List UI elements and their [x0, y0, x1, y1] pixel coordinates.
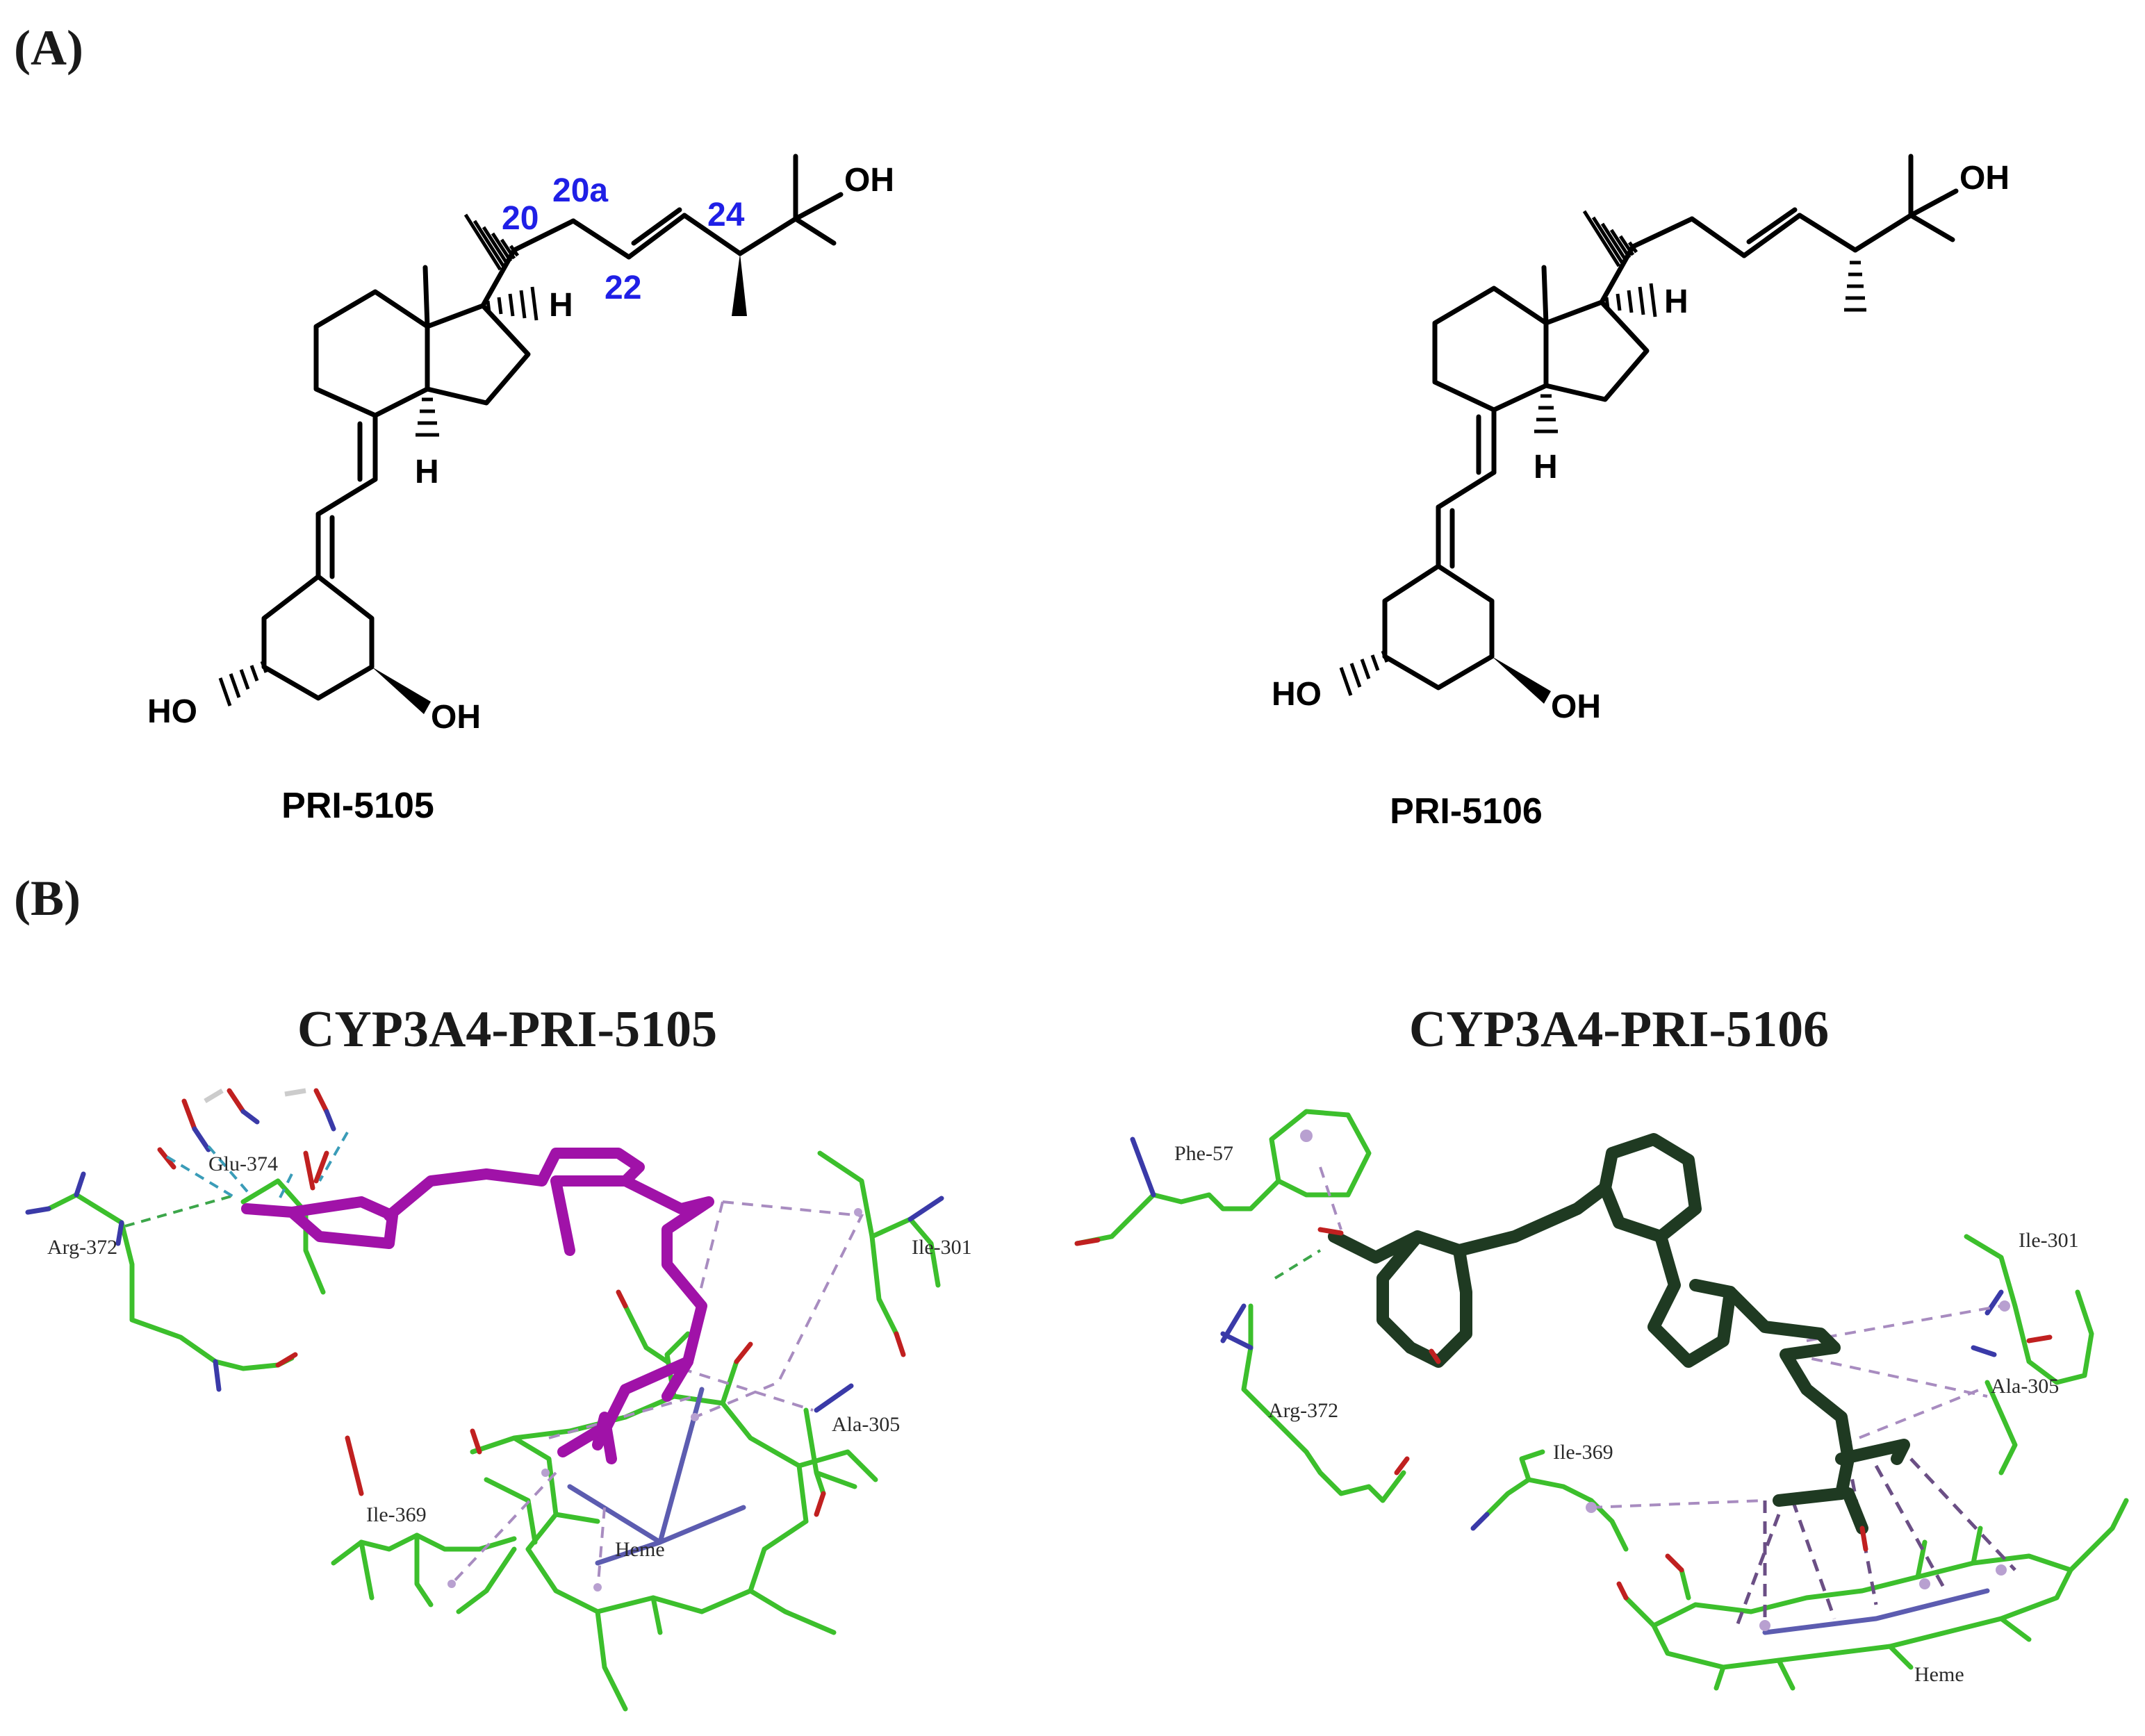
- atom-h-c14-5105: H: [415, 454, 439, 490]
- atom-number-20a: 20a: [552, 172, 608, 209]
- atom-h-c17-5106: H: [1664, 283, 1688, 320]
- residue-label-ile-369: Ile-369: [366, 1503, 427, 1526]
- panel-a-label: (A): [14, 20, 83, 76]
- atom-h-c17-5105: H: [549, 287, 573, 324]
- atom-oh-right-5106: OH: [1551, 688, 1601, 725]
- residue-label-arg-372: Arg-372: [47, 1236, 117, 1259]
- atom-number-22: 22: [605, 270, 641, 306]
- residue-label-heme-5105: Heme: [615, 1538, 665, 1561]
- atom-number-24: 24: [707, 197, 745, 233]
- atom-number-20: 20: [502, 200, 539, 237]
- residue-label-heme-5106: Heme: [1914, 1663, 1964, 1686]
- panel-b-label: (B): [14, 870, 81, 926]
- complex-title-pri-5105: CYP3A4-PRI-5105: [297, 1001, 718, 1058]
- atom-oh-top-5106: OH: [1959, 160, 2010, 197]
- residue-label-ile-301-b: Ile-301: [2019, 1229, 2079, 1252]
- residue-label-phe-57: Phe-57: [1174, 1142, 1233, 1165]
- atom-oh-top-5105: OH: [844, 162, 894, 199]
- residue-label-ile-369-b: Ile-369: [1553, 1441, 1613, 1464]
- residue-label-arg-372-b: Arg-372: [1268, 1399, 1338, 1422]
- compound-name-pri-5105: PRI-5105: [281, 786, 434, 826]
- residue-label-ala-305-b: Ala-305: [1991, 1375, 2059, 1398]
- atom-oh-right-5105: OH: [431, 699, 481, 736]
- atom-ho-left-5106: HO: [1272, 676, 1322, 713]
- compound-name-pri-5106: PRI-5106: [1390, 791, 1543, 832]
- residue-label-ile-301: Ile-301: [912, 1236, 972, 1259]
- atom-ho-left-5105: HO: [147, 693, 197, 730]
- atom-h-c14-5106: H: [1534, 449, 1558, 486]
- residue-label-glu-374: Glu-374: [208, 1152, 278, 1175]
- complex-title-pri-5106: CYP3A4-PRI-5106: [1408, 1001, 1830, 1058]
- residue-label-ala-305: Ala-305: [832, 1413, 900, 1436]
